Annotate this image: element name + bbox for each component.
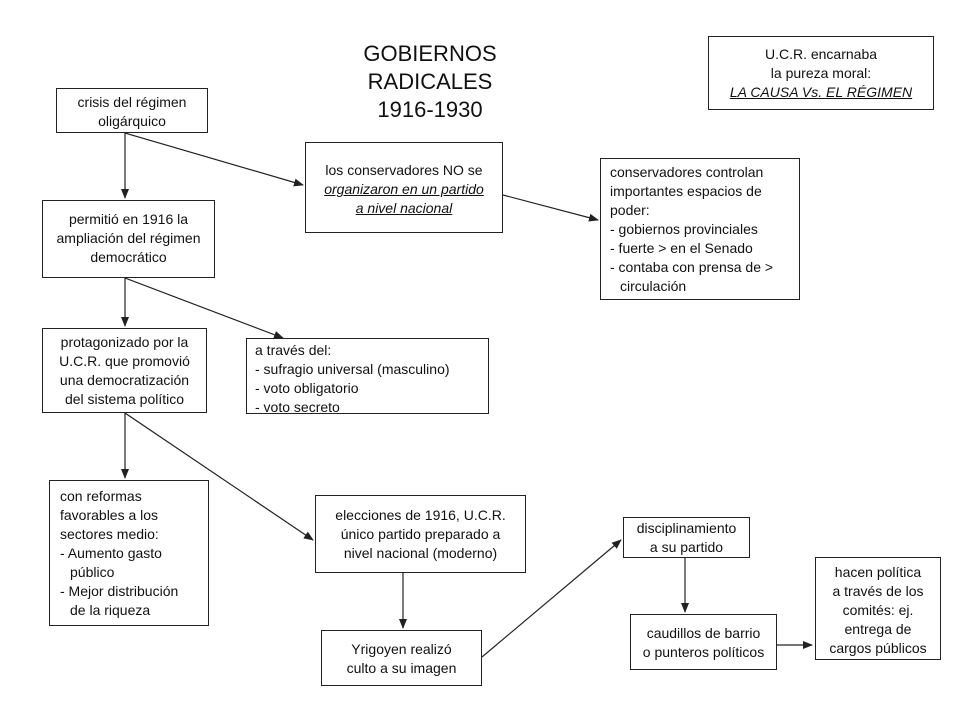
box-controlan-line-3: poder: <box>610 202 650 218</box>
box-controlan-line-2: importantes espacios de <box>610 183 762 199</box>
box-hacen-line-5: cargos públicos <box>829 640 927 656</box>
box-conservadores-no-organizaron: los conservadores NO se organizaron en u… <box>305 142 503 233</box>
box-caudillos-line-2: o punteros políticos <box>642 644 765 660</box>
box-protagonizado-line-4: del sistema político <box>64 391 185 407</box>
box-controlan-line-1: conservadores controlan <box>610 164 764 180</box>
box-disciplinamiento-line-1: disciplinamiento <box>636 520 737 536</box>
box-reformas-line-2: favorables a los <box>60 507 159 523</box>
arrow-yrigoyen-to-disciplinamiento <box>481 539 622 658</box>
box-crisis-line-1: crisis del régimen <box>77 94 187 110</box>
box-permitio-line-1: permitió en 1916 la <box>68 211 189 227</box>
box-disciplinamiento-line-2: a su partido <box>649 539 724 555</box>
box-permitio-ampliacion: permitió en 1916 la ampliación del régim… <box>42 200 215 278</box>
box-a-traves-line-2: - sufragio universal (masculino) <box>255 361 450 377</box>
box-ucr-line-3: LA CAUSA Vs. EL RÉGIMEN <box>729 84 913 100</box>
arrow-conservadores-no-to-controlan <box>502 194 599 222</box>
box-yrigoyen-culto: Yrigoyen realizó culto a su imagen <box>321 630 482 686</box>
box-a-traves-line-4: - voto secreto <box>255 399 340 415</box>
box-protagonizado-line-3: una democratización <box>59 372 190 388</box>
box-caudillos-line-1: caudillos de barrio <box>646 625 761 641</box>
box-hacen-politica: hacen política a través de los comités: … <box>815 557 941 660</box>
box-reformas-favorables: con reformas favorables a los sectores m… <box>49 480 209 626</box>
box-controlan-line-5: - fuerte > en el Senado <box>610 240 753 256</box>
box-reformas-line-1: con reformas <box>60 488 142 504</box>
box-a-traves-line-3: - voto obligatorio <box>255 380 359 396</box>
box-elecciones-1916: elecciones de 1916, U.C.R. único partido… <box>315 495 526 573</box>
box-controlan-line-4: - gobiernos provinciales <box>610 221 758 237</box>
box-crisis-line-2: oligárquico <box>98 113 166 129</box>
arrow-permitio-to-a-traves <box>124 277 284 339</box>
box-disciplinamiento: disciplinamiento a su partido <box>623 517 750 558</box>
box-reformas-line-7: de la riqueza <box>70 602 151 618</box>
box-ucr-pureza-moral: U.C.R. encarnaba la pureza moral: LA CAU… <box>708 36 934 110</box>
box-conservadores-no-line-3: a nivel nacional <box>355 200 453 216</box>
box-reformas-line-5: público <box>70 564 115 580</box>
box-permitio-line-3: democrático <box>90 249 167 265</box>
box-permitio-line-2: ampliación del régimen <box>56 230 201 246</box>
box-hacen-line-2: a través de los <box>832 583 924 599</box>
box-crisis-regimen: crisis del régimen oligárquico <box>56 88 208 133</box>
box-elecciones-line-3: nivel nacional (moderno) <box>343 545 498 561</box>
box-a-traves-del: a través del: - sufragio universal (masc… <box>246 338 489 415</box>
box-reformas-line-3: sectores medio: <box>60 526 159 542</box>
arrow-protagonizado-to-elecciones <box>124 412 314 541</box>
box-hacen-line-3: comités: ej. <box>842 602 914 618</box>
box-ucr-line-2: la pureza moral: <box>770 65 872 81</box>
box-ucr-line-1: U.C.R. encarnaba <box>764 46 878 62</box>
box-controlan-line-7: circulación <box>620 278 687 294</box>
box-conservadores-controlan: conservadores controlan importantes espa… <box>600 158 800 300</box>
box-reformas-line-6: - Mejor distribución <box>60 583 179 599</box>
box-reformas-line-4: - Aumento gasto <box>60 545 162 561</box>
box-protagonizado-line-2: U.C.R. que promovió <box>59 353 190 369</box>
diagram-title: GOBIERNOS RADICALES 1916-1930 <box>300 40 560 124</box>
box-protagonizado-line-1: protagonizado por la <box>60 334 189 350</box>
box-yrigoyen-line-2: culto a su imagen <box>346 660 457 676</box>
box-conservadores-no-line-2: organizaron en un partido <box>324 181 484 197</box>
box-protagonizado-ucr: protagonizado por la U.C.R. que promovió… <box>42 328 207 413</box>
title-line-1: GOBIERNOS RADICALES <box>363 41 497 94</box>
box-hacen-line-4: entrega de <box>844 621 912 637</box>
box-a-traves-line-1: a través del: <box>255 342 332 358</box>
box-hacen-line-1: hacen política <box>834 564 922 580</box>
box-elecciones-line-2: único partido preparado a <box>340 526 501 542</box>
arrow-crisis-to-conservadores-no <box>124 132 304 187</box>
box-yrigoyen-line-1: Yrigoyen realizó <box>351 641 452 657</box>
box-conservadores-no-line-1: los conservadores NO se <box>325 162 483 178</box>
box-controlan-line-6: - contaba con prensa de > <box>610 259 774 275</box>
box-caudillos-barrio: caudillos de barrio o punteros políticos <box>630 614 777 670</box>
title-line-2: 1916-1930 <box>377 97 483 122</box>
box-elecciones-line-1: elecciones de 1916, U.C.R. <box>335 507 506 523</box>
